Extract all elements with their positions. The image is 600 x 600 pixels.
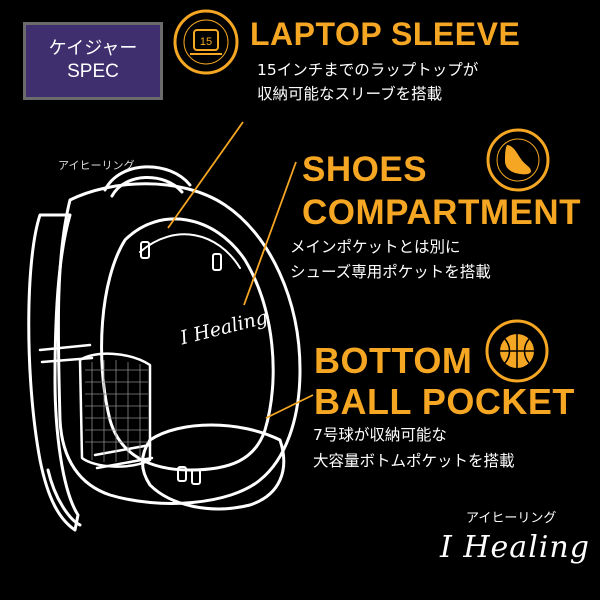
feature-ball-title-2: BALL POCKET (314, 381, 575, 422)
feature-ball-desc-2: 大容量ボトムポケットを搭載 (313, 452, 515, 470)
feature-shoes-title-1: SHOES (302, 150, 428, 189)
brand-logo: I Healing (440, 530, 590, 565)
feature-laptop-desc-1: 15インチまでのラップトップが (257, 61, 479, 79)
feature-shoes-desc-1: メインポケットとは別に (290, 238, 461, 256)
feature-laptop-desc-2: 収納可能なスリーブを搭載 (257, 85, 443, 103)
spec-badge: ケイジャー SPEC (23, 22, 163, 100)
feature-ball-desc-1: 7号球が収納可能な (313, 426, 447, 444)
feature-ball-title-1: BOTTOM (314, 340, 473, 381)
laptop-icon: 15 (173, 9, 239, 75)
shoe-icon (486, 128, 550, 192)
feature-shoes-title-2: COMPARTMENT (302, 193, 581, 232)
feature-shoes-desc-2: シューズ専用ポケットを搭載 (290, 263, 491, 281)
spec-badge-kana: ケイジャー (48, 38, 138, 59)
feature-laptop-title: LAPTOP SLEEVE (250, 16, 521, 52)
spec-badge-label: SPEC (67, 61, 119, 82)
brand-kana-label: アイヒーリング (58, 159, 135, 172)
svg-text:15: 15 (200, 36, 212, 48)
brand-kana: アイヒーリング (466, 511, 557, 526)
basketball-icon (485, 319, 549, 383)
